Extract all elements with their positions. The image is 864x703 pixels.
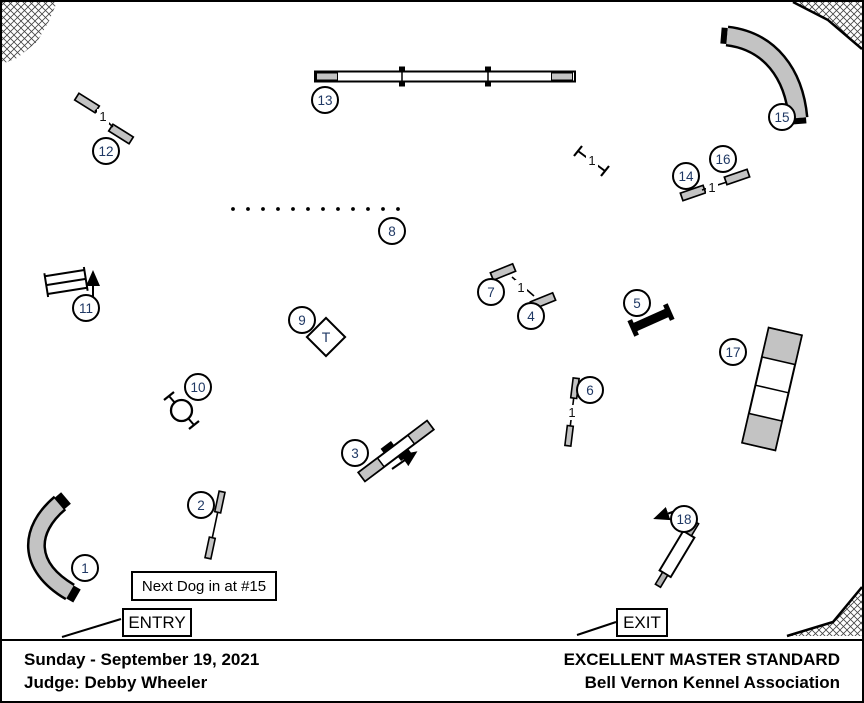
obstacle-number-6: 6: [576, 376, 604, 404]
jump-4-7: 1: [489, 262, 557, 311]
hatched-corner-bottom-right: [786, 586, 862, 638]
obstacle-number-label: 3: [351, 446, 359, 461]
bar-count-label: 1: [99, 109, 106, 124]
direction-arrow: [391, 451, 418, 470]
obstacle-number-9: 9: [288, 306, 316, 334]
obstacle-number-label: 8: [388, 224, 396, 239]
jump-unnumbered: 1: [573, 145, 610, 177]
obstacle-number-label: 6: [586, 383, 594, 398]
bar-count-label: 1: [708, 180, 715, 195]
obstacle-number-label: 15: [774, 110, 789, 125]
obstacle-number-13: 13: [311, 86, 339, 114]
entry-label: ENTRY: [128, 612, 186, 632]
weave-poles-8: [231, 207, 400, 211]
next-dog-label: Next Dog in at #15: [141, 577, 267, 595]
tunnel-1: [27, 492, 81, 603]
obstacle-number-label: 18: [676, 512, 691, 527]
obstacle-number-17: 17: [719, 338, 747, 366]
hatched-corner-top-left: [2, 2, 57, 64]
obstacle-number-label: 2: [197, 498, 205, 513]
obstacle-number-label: 13: [317, 93, 332, 108]
obstacle-number-4: 4: [517, 302, 545, 330]
obstacle-number-label: 16: [715, 152, 730, 167]
club-name: Bell Vernon Kennel Association: [584, 673, 840, 692]
obstacle-number-label: 11: [79, 301, 93, 316]
obstacle-number-18: 18: [670, 505, 698, 533]
course-map-svg: 1 1: [2, 2, 862, 638]
class-title: EXCELLENT MASTER STANDARD: [563, 650, 840, 669]
obstacle-number-11: 11: [72, 294, 100, 322]
tunnel-15-end-cap: [790, 117, 807, 125]
bar-count-label: 1: [517, 280, 524, 295]
tunnel-1-end-cap: [66, 585, 81, 603]
next-dog-box: Next Dog in at #15: [131, 571, 277, 601]
tunnel-15-end-cap: [720, 27, 728, 44]
jump-2: [204, 490, 226, 560]
course-field: 1 1: [2, 2, 862, 639]
obstacle-number-1: 1: [71, 554, 99, 582]
pause-table-9: T: [305, 316, 347, 358]
obstacle-number-label: 12: [98, 144, 113, 159]
obstacle-number-label: 1: [81, 561, 89, 576]
exit-gate: EXIT: [616, 608, 668, 637]
judge-name: Judge: Debby Wheeler: [24, 673, 208, 692]
obstacle-number-label: 9: [298, 313, 306, 328]
entry-fence-line: [61, 618, 122, 638]
teeter-3: [356, 419, 436, 483]
obstacle-number-2: 2: [187, 491, 215, 519]
obstacle-number-label: 10: [190, 380, 205, 395]
bar-count-label: 1: [568, 405, 575, 420]
tunnel-1-end-cap: [54, 492, 71, 510]
obstacle-number-8: 8: [378, 217, 406, 245]
footer-right-block: EXCELLENT MASTER STANDARD Bell Vernon Ke…: [564, 648, 840, 694]
exit-fence-line: [576, 621, 617, 636]
obstacle-number-10: 10: [184, 373, 212, 401]
exit-label: EXIT: [623, 612, 661, 632]
tire-jump-10: [163, 391, 200, 430]
obstacle-number-14: 14: [672, 162, 700, 190]
a-frame-17: [740, 326, 804, 452]
jump-14-16: 1: [679, 168, 751, 202]
footer-info-bar: Sunday - September 19, 2021 Judge: Debby…: [2, 639, 862, 701]
table-letter: T: [322, 329, 331, 345]
obstacle-numbers: 1 2 3 4 5 6 7 8 9 10 11 12 13 14 15 16 1…: [71, 86, 796, 582]
obstacle-number-5: 5: [623, 289, 651, 317]
bar-count-label: 1: [588, 153, 595, 168]
entry-gate: ENTRY: [122, 608, 192, 637]
obstacle-number-label: 4: [527, 309, 535, 324]
jump-12: 1: [73, 92, 135, 145]
hatched-corner-top-right: [792, 2, 862, 50]
obstacle-number-3: 3: [341, 439, 369, 467]
trial-date: Sunday - September 19, 2021: [24, 650, 260, 669]
obstacle-number-16: 16: [709, 145, 737, 173]
obstacle-number-12: 12: [92, 137, 120, 165]
obstacle-number-15: 15: [768, 103, 796, 131]
dog-walk-13: [314, 66, 576, 87]
footer-left-block: Sunday - September 19, 2021 Judge: Debby…: [24, 648, 259, 694]
obstacle-number-label: 17: [725, 345, 740, 360]
obstacle-number-label: 14: [678, 169, 694, 184]
obstacle-number-7: 7: [477, 278, 505, 306]
wall-jump-5: [627, 303, 675, 337]
obstacle-number-label: 7: [487, 285, 495, 300]
obstacle-number-label: 5: [633, 296, 641, 311]
tunnel-15: [720, 25, 809, 125]
broad-jump-11: [43, 266, 100, 298]
